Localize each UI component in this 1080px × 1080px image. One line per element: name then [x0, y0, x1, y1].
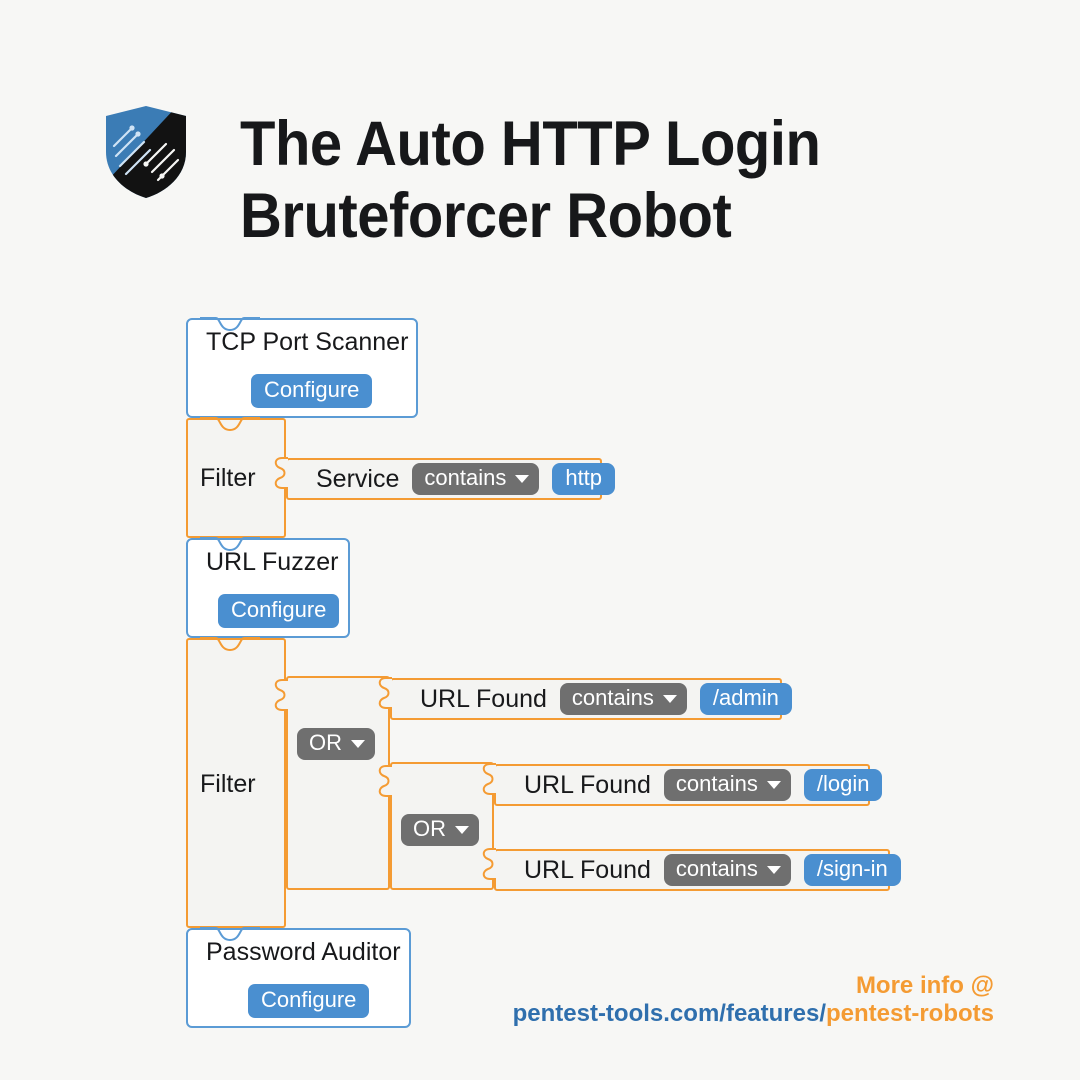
chevron-down-icon [351, 740, 365, 748]
shield-icon [106, 106, 186, 198]
condition-field-label: URL Found [524, 855, 651, 884]
page-title-line-1: The Auto HTTP Login [240, 109, 821, 179]
condition-operator-label: contains [571, 685, 654, 710]
boolean-group-outer[interactable] [286, 676, 390, 890]
chevron-down-icon [662, 695, 677, 703]
condition-field-label: Service [316, 464, 400, 493]
configure-button[interactable]: Configure [248, 984, 370, 1018]
filter-block-url-found[interactable] [186, 638, 286, 928]
condition-value-tag[interactable]: /admin [699, 683, 792, 715]
boolean-operator-label: OR [309, 730, 342, 755]
condition-operator-dropdown[interactable]: contains [663, 854, 791, 886]
condition-value-tag[interactable]: /login [803, 769, 883, 801]
footer-url-highlight: pentest-robots [826, 1000, 994, 1027]
page-title: The Auto HTTP Login Bruteforcer Robot [240, 108, 884, 253]
configure-button[interactable]: Configure [218, 594, 340, 628]
chevron-down-icon [455, 826, 469, 834]
condition-operator-label: contains [675, 856, 758, 881]
boolean-operator-inner[interactable]: OR [401, 814, 479, 846]
condition-operator-dropdown[interactable]: contains [559, 683, 687, 715]
module-block-tcp-port-scanner[interactable]: TCP Port Scanner Configure [186, 318, 418, 418]
module-title: URL Fuzzer [206, 548, 339, 576]
module-block-url-fuzzer[interactable]: URL Fuzzer Configure [186, 538, 350, 638]
condition-row-login[interactable]: URL Found contains /login [494, 764, 883, 806]
condition-value-tag[interactable]: /sign-in [803, 854, 901, 886]
module-title: Password Auditor [206, 938, 401, 966]
filter-label: Filter [200, 770, 256, 798]
footer-url-base: pentest-tools.com/features/ [512, 1000, 826, 1027]
footer-url[interactable]: pentest-tools.com/features/pentest-robot… [513, 1000, 994, 1028]
condition-field-label: URL Found [524, 770, 651, 799]
filter-block-service[interactable] [186, 418, 286, 538]
module-title: TCP Port Scanner [206, 328, 409, 356]
condition-operator-label: contains [424, 465, 507, 490]
condition-operator-dropdown[interactable]: contains [663, 769, 791, 801]
page-title-line-2: Bruteforcer Robot [240, 181, 732, 252]
module-block-password-auditor[interactable]: Password Auditor Configure [186, 928, 411, 1028]
configure-button[interactable]: Configure [251, 374, 373, 408]
chevron-down-icon [766, 866, 781, 874]
condition-row-admin[interactable]: URL Found contains /admin [390, 678, 792, 720]
condition-value-tag[interactable]: http [552, 463, 616, 495]
filter-label: Filter [200, 464, 256, 492]
pentest-tools-shield-logo [100, 100, 192, 200]
chevron-down-icon [766, 781, 781, 789]
footer-more-info: More info @ [855, 972, 994, 999]
condition-field-label: URL Found [420, 684, 547, 713]
condition-row-sign-in[interactable]: URL Found contains /sign-in [494, 849, 901, 891]
condition-row-service[interactable]: Service contains http [286, 458, 616, 500]
condition-operator-dropdown[interactable]: contains [412, 463, 540, 495]
boolean-operator-label: OR [413, 816, 446, 841]
boolean-operator-outer[interactable]: OR [297, 728, 375, 760]
chevron-down-icon [515, 475, 530, 483]
condition-operator-label: contains [675, 771, 758, 796]
